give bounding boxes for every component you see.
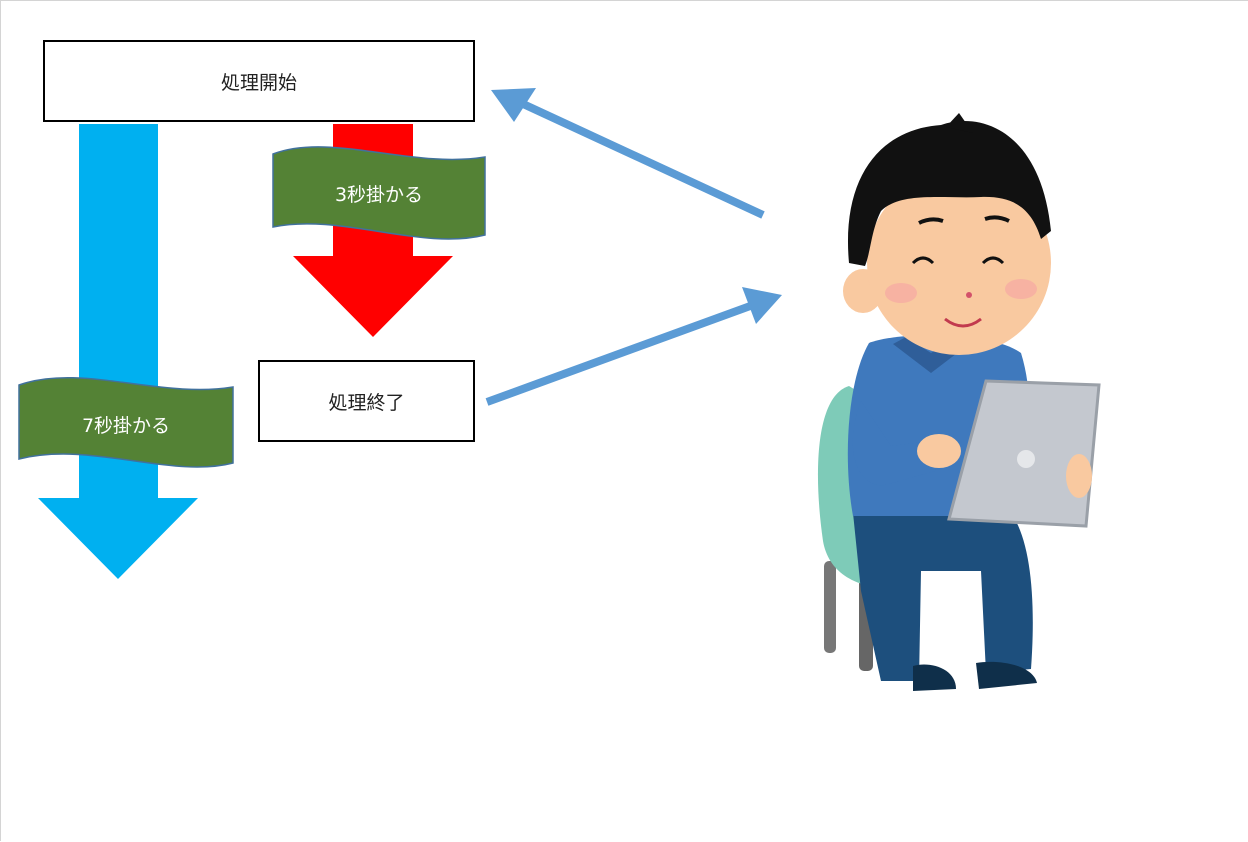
long-duration-arrow — [38, 124, 198, 579]
banner-7s-label: 7秒掛かる — [81, 414, 171, 437]
banner-7s-shape — [18, 376, 234, 468]
banner-3s-label: 3秒掛かる — [334, 183, 424, 206]
banner-3s-shape — [272, 146, 486, 240]
start-process-label: 処理開始 — [220, 71, 297, 94]
arrow-to-start — [491, 88, 765, 219]
start-process-box: 処理開始 — [43, 40, 475, 122]
arrow-to-person — [485, 287, 782, 406]
end-process-box: 処理終了 — [258, 360, 475, 442]
end-process-label: 処理終了 — [328, 391, 405, 414]
person-face-icon — [843, 113, 1051, 355]
tablet-icon — [947, 379, 1101, 528]
